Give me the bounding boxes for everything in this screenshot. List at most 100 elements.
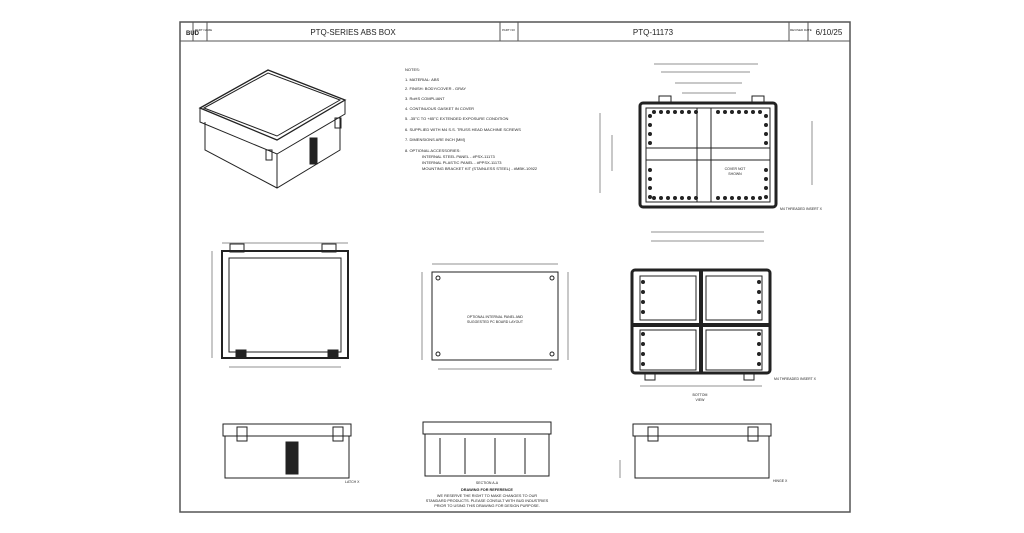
insert-hole bbox=[648, 195, 652, 199]
insert-hole bbox=[641, 280, 645, 284]
cover-not-shown-label: SHOWN bbox=[728, 172, 742, 176]
disclaimer-line: WE RESERVE THE RIGHT TO MAKE CHANGES TO … bbox=[437, 494, 537, 498]
accessory-item: INTERNAL STEEL PANEL - #PSX-11173 bbox=[422, 154, 495, 159]
part-name: PTQ-SERIES ABS BOX bbox=[310, 28, 396, 37]
insert-hole bbox=[730, 196, 734, 200]
insert-hole bbox=[694, 196, 698, 200]
bottom-view bbox=[630, 268, 772, 387]
insert-hole bbox=[652, 196, 656, 200]
note-item: 3. RoHS COMPLIANT bbox=[405, 96, 445, 101]
insert-hole bbox=[737, 196, 741, 200]
top-view-cover-removed bbox=[599, 63, 813, 242]
insert-hole bbox=[744, 110, 748, 114]
insert-hole bbox=[744, 196, 748, 200]
bud-logo: BUD bbox=[186, 31, 200, 37]
insert-hole bbox=[764, 123, 768, 127]
notes-heading: NOTES: bbox=[405, 67, 420, 72]
latch-callout: LATCH X bbox=[345, 480, 360, 484]
side-view-right bbox=[619, 423, 772, 479]
insert-hole bbox=[751, 196, 755, 200]
insert-hole bbox=[641, 300, 645, 304]
isometric-view bbox=[198, 69, 347, 189]
insert-hole bbox=[757, 300, 761, 304]
side-view-left bbox=[222, 423, 352, 479]
insert-hole bbox=[680, 196, 684, 200]
insert-hole bbox=[737, 110, 741, 114]
front-view bbox=[211, 242, 349, 368]
revised-date-label: REVISED DATE bbox=[790, 28, 812, 32]
insert-hole bbox=[648, 132, 652, 136]
insert-callout: M4 THREADED INSERT X bbox=[780, 207, 823, 211]
insert-hole bbox=[641, 342, 645, 346]
title-block-cells bbox=[192, 22, 809, 41]
insert-hole bbox=[764, 168, 768, 172]
note-item: 6. SUPPLIED WITH M4 S.S. TRUSS HEAD MACH… bbox=[405, 127, 521, 132]
insert-hole bbox=[751, 110, 755, 114]
insert-hole bbox=[666, 196, 670, 200]
disclaimer-line: STANDARD PRODUCTS. PLEASE CONSULT WITH B… bbox=[426, 499, 549, 503]
insert-hole bbox=[757, 352, 761, 356]
insert-hole bbox=[680, 110, 684, 114]
insert-hole bbox=[666, 110, 670, 114]
insert-hole bbox=[764, 186, 768, 190]
part-no-label: PART NO bbox=[502, 28, 516, 32]
insert-hole bbox=[641, 332, 645, 336]
insert-hole bbox=[716, 196, 720, 200]
insert-hole bbox=[716, 110, 720, 114]
insert-hole bbox=[641, 352, 645, 356]
threaded-insert-holes bbox=[641, 110, 768, 366]
bottom-view-label: BOTTOM bbox=[693, 393, 708, 397]
insert-hole bbox=[648, 168, 652, 172]
notes: NOTES: 1. MATERIAL: ABS 2. FINISH: BODY/… bbox=[405, 67, 538, 171]
insert-hole bbox=[648, 141, 652, 145]
insert-hole bbox=[730, 110, 734, 114]
insert-callout: M4 THREADED INSERT X bbox=[774, 377, 817, 381]
insert-hole bbox=[757, 342, 761, 346]
insert-hole bbox=[673, 110, 677, 114]
accessory-item: MOUNTING BRACKET KIT (STAINLESS STEEL) -… bbox=[422, 166, 538, 171]
panel-view bbox=[421, 263, 569, 370]
disclaimer: DRAWING FOR REFERENCE WE RESERVE THE RIG… bbox=[426, 488, 549, 508]
insert-hole bbox=[757, 362, 761, 366]
insert-hole bbox=[648, 123, 652, 127]
disclaimer-line: DRAWING FOR REFERENCE bbox=[461, 488, 513, 492]
insert-hole bbox=[648, 186, 652, 190]
disclaimer-line: PRIOR TO USING THIS DRAWING FOR DESIGN P… bbox=[434, 504, 540, 508]
part-no: PTQ-11173 bbox=[633, 28, 674, 37]
insert-hole bbox=[687, 196, 691, 200]
insert-hole bbox=[764, 114, 768, 118]
insert-hole bbox=[648, 114, 652, 118]
insert-hole bbox=[764, 195, 768, 199]
insert-hole bbox=[641, 310, 645, 314]
insert-hole bbox=[757, 332, 761, 336]
insert-hole bbox=[687, 110, 691, 114]
note-item: 5. -35°C TO +85°C EXTENDED EXPOSURE COND… bbox=[405, 116, 509, 121]
insert-hole bbox=[673, 196, 677, 200]
insert-hole bbox=[723, 110, 727, 114]
insert-hole bbox=[758, 110, 762, 114]
insert-hole bbox=[764, 141, 768, 145]
insert-hole bbox=[764, 177, 768, 181]
insert-hole bbox=[694, 110, 698, 114]
revised-date: 6/10/25 bbox=[816, 28, 843, 37]
insert-hole bbox=[758, 196, 762, 200]
hinge-callout: HINGE X bbox=[773, 479, 788, 483]
insert-hole bbox=[757, 310, 761, 314]
panel-note: SUGGESTED PC BOARD LAYOUT bbox=[467, 320, 524, 324]
note-item: 7. DIMENSIONS ARE INCH [MM] bbox=[405, 137, 465, 142]
insert-hole bbox=[652, 110, 656, 114]
note-item: 2. FINISH: BODY/COVER - GRAY bbox=[405, 86, 466, 91]
insert-hole bbox=[757, 280, 761, 284]
note-item: 1. MATERIAL: ABS bbox=[405, 77, 439, 82]
insert-hole bbox=[641, 290, 645, 294]
accessory-item: INTERNAL PLASTIC PANEL - #PPSX-11173 bbox=[422, 160, 502, 165]
insert-hole bbox=[757, 290, 761, 294]
insert-hole bbox=[723, 196, 727, 200]
insert-hole bbox=[764, 132, 768, 136]
insert-hole bbox=[659, 110, 663, 114]
note-item: 4. CONTINUOUS GASKET IN COVER bbox=[405, 106, 474, 111]
insert-hole bbox=[648, 177, 652, 181]
drawing-frame bbox=[179, 21, 851, 513]
insert-hole bbox=[641, 362, 645, 366]
